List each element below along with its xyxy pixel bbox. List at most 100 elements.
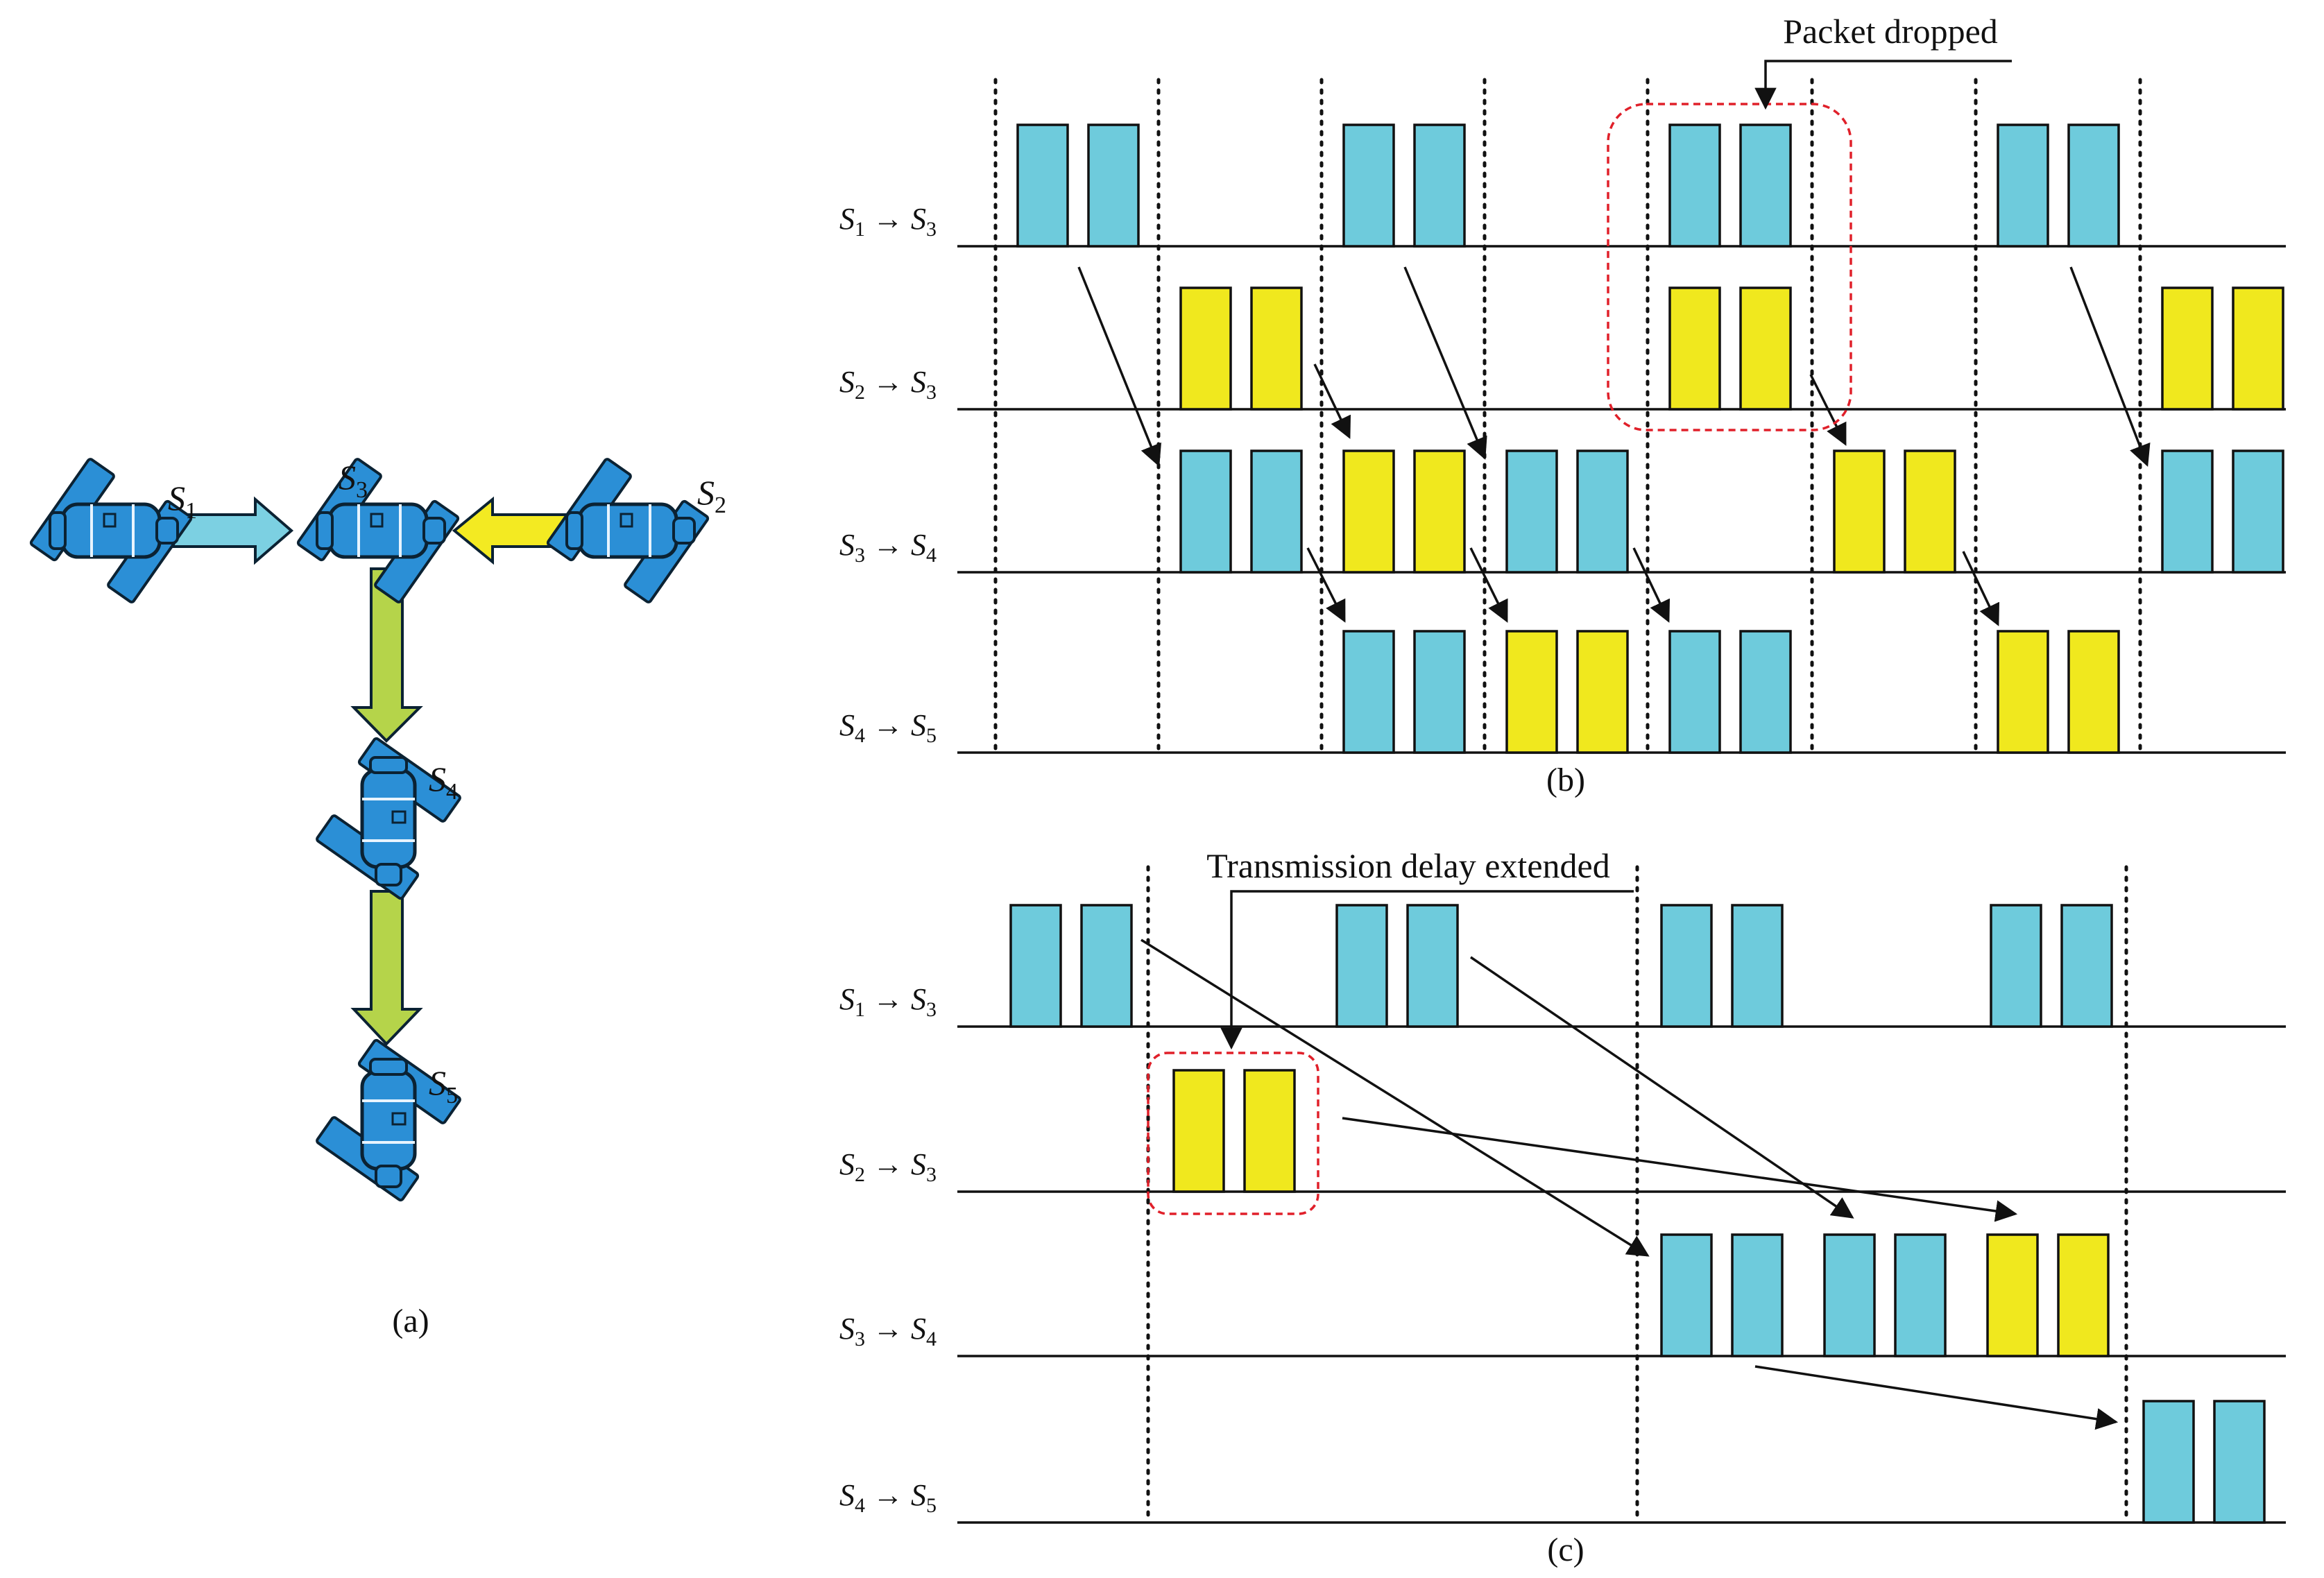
- packet-block: [2057, 1233, 2110, 1357]
- packet-block: [1413, 630, 1466, 754]
- transfer-arrow: [1313, 363, 1351, 439]
- panel-c-caption: (c): [1547, 1532, 1584, 1568]
- packet-block: [1080, 904, 1133, 1028]
- panel-b-transfer-arrows: [1077, 266, 2151, 626]
- satellite-label-s1: S1: [168, 479, 197, 524]
- panel-b-rows: S1 → S3 S2 → S3 S3 → S4 S4 → S5: [839, 202, 2286, 754]
- packet-block: [1250, 449, 1303, 574]
- transmission-delay-label: Transmission delay extended: [1206, 846, 1609, 885]
- packet-block: [1823, 1233, 1876, 1357]
- row-label: S2 → S3: [839, 365, 937, 404]
- panel-b: S1 → S3 S2 → S3 S3 → S4 S4 → S5 Packet drop…: [839, 12, 2286, 798]
- packet-block: [1904, 449, 1956, 574]
- packet-block: [1986, 1233, 2039, 1357]
- packet-block: [1576, 449, 1629, 574]
- packet-block: [1179, 286, 1232, 411]
- packet-block: [1413, 449, 1466, 574]
- satellite-label-s3: S3: [339, 458, 368, 503]
- packet-block: [1342, 630, 1395, 754]
- transfer-arrow: [1140, 938, 1650, 1257]
- packet-block: [1660, 904, 1713, 1028]
- packet-block: [1997, 123, 2049, 248]
- packet-block: [1250, 286, 1303, 411]
- transfer-arrow: [1809, 374, 1847, 446]
- packet-block: [2232, 286, 2284, 411]
- satellite-label-s5: S5: [429, 1063, 458, 1108]
- packet-dropped-callout: Packet dropped: [1754, 12, 2012, 110]
- packet-block: [2067, 630, 2120, 754]
- packet-block: [1335, 904, 1388, 1028]
- satellite-label-s2: S2: [697, 473, 726, 518]
- panel-c: S1 → S3 S2 → S3 S3 → S4 S4 → S5 Transmissio…: [839, 846, 2286, 1568]
- packet-block: [1660, 1233, 1713, 1357]
- transfer-arrow: [1403, 266, 1487, 460]
- row-label: S3 → S4: [839, 528, 937, 567]
- panel-b-slot-dividers: [993, 78, 2142, 755]
- packet-block: [1731, 904, 1784, 1028]
- packet-block: [1179, 449, 1232, 574]
- row-label: S2 → S3: [839, 1147, 937, 1186]
- packet-block: [1990, 904, 2042, 1028]
- transmission-delay-callout: Transmission delay extended: [1206, 846, 1634, 1050]
- delay-highlight-box: [1147, 1052, 1319, 1215]
- packet-block: [1342, 123, 1395, 248]
- packet-block: [1576, 630, 1629, 754]
- packet-block: [1016, 123, 1069, 248]
- packet-block: [1739, 123, 1792, 248]
- row-label: S1 → S3: [839, 982, 937, 1021]
- link-s1-s3-arrow: [172, 496, 294, 565]
- packet-block: [2142, 1400, 2195, 1524]
- transfer-arrow: [1962, 551, 2000, 626]
- transfer-arrow: [1342, 1117, 2018, 1222]
- packet-block: [1505, 449, 1558, 574]
- packet-block: [1668, 630, 1721, 754]
- packet-block: [1406, 904, 1459, 1028]
- satellite-label-s4: S4: [429, 760, 458, 805]
- packet-block: [2232, 449, 2284, 574]
- dropped-highlight-box: [1607, 103, 1852, 431]
- panel-a-caption: (a): [392, 1303, 429, 1339]
- packet-block: [2161, 286, 2214, 411]
- link-s2-s3-arrow: [452, 496, 570, 565]
- link-s4-s5-arrow: [350, 890, 423, 1046]
- panel-a: S1 S3 S2 S4 S5 (a): [30, 458, 726, 1339]
- packet-block: [1731, 1233, 1784, 1357]
- packet-block: [1997, 630, 2049, 754]
- packet-dropped-label: Packet dropped: [1783, 12, 1998, 51]
- transfer-arrow: [1470, 956, 1854, 1219]
- packet-block: [1342, 449, 1395, 574]
- packet-block: [1739, 286, 1792, 411]
- panel-c-transfer-arrows: [1140, 938, 2119, 1430]
- row-label: S4 → S5: [839, 1478, 937, 1517]
- panel-c-packets: [1009, 904, 2266, 1524]
- satellite-icon: [547, 458, 708, 603]
- transfer-arrow: [1469, 547, 1508, 623]
- packet-block: [1172, 1069, 1225, 1193]
- packet-block: [2060, 904, 2113, 1028]
- packet-block: [1894, 1233, 1947, 1357]
- panel-b-packets: [1016, 123, 2284, 754]
- packet-block: [2213, 1400, 2266, 1524]
- satellite-icon: [297, 458, 459, 603]
- row-label: S4 → S5: [839, 708, 937, 747]
- packet-block: [2161, 449, 2214, 574]
- packet-block: [1739, 630, 1792, 754]
- packet-block: [1087, 123, 1140, 248]
- packet-block: [1668, 286, 1721, 411]
- packet-block: [1243, 1069, 1296, 1193]
- packet-block: [1833, 449, 1886, 574]
- transfer-arrow: [1754, 1365, 2119, 1430]
- packet-block: [2067, 123, 2120, 248]
- transfer-arrow: [1077, 266, 1161, 467]
- transfer-arrow: [1632, 547, 1671, 623]
- panel-c-slot-dividers: [1146, 865, 2128, 1525]
- packet-block: [1505, 630, 1558, 754]
- packet-block: [1009, 904, 1062, 1028]
- row-label: S1 → S3: [839, 202, 937, 241]
- panel-b-caption: (b): [1546, 762, 1585, 798]
- transfer-arrow: [1306, 547, 1346, 623]
- packet-block: [1668, 123, 1721, 248]
- packet-block: [1413, 123, 1466, 248]
- row-label: S3 → S4: [839, 1312, 937, 1350]
